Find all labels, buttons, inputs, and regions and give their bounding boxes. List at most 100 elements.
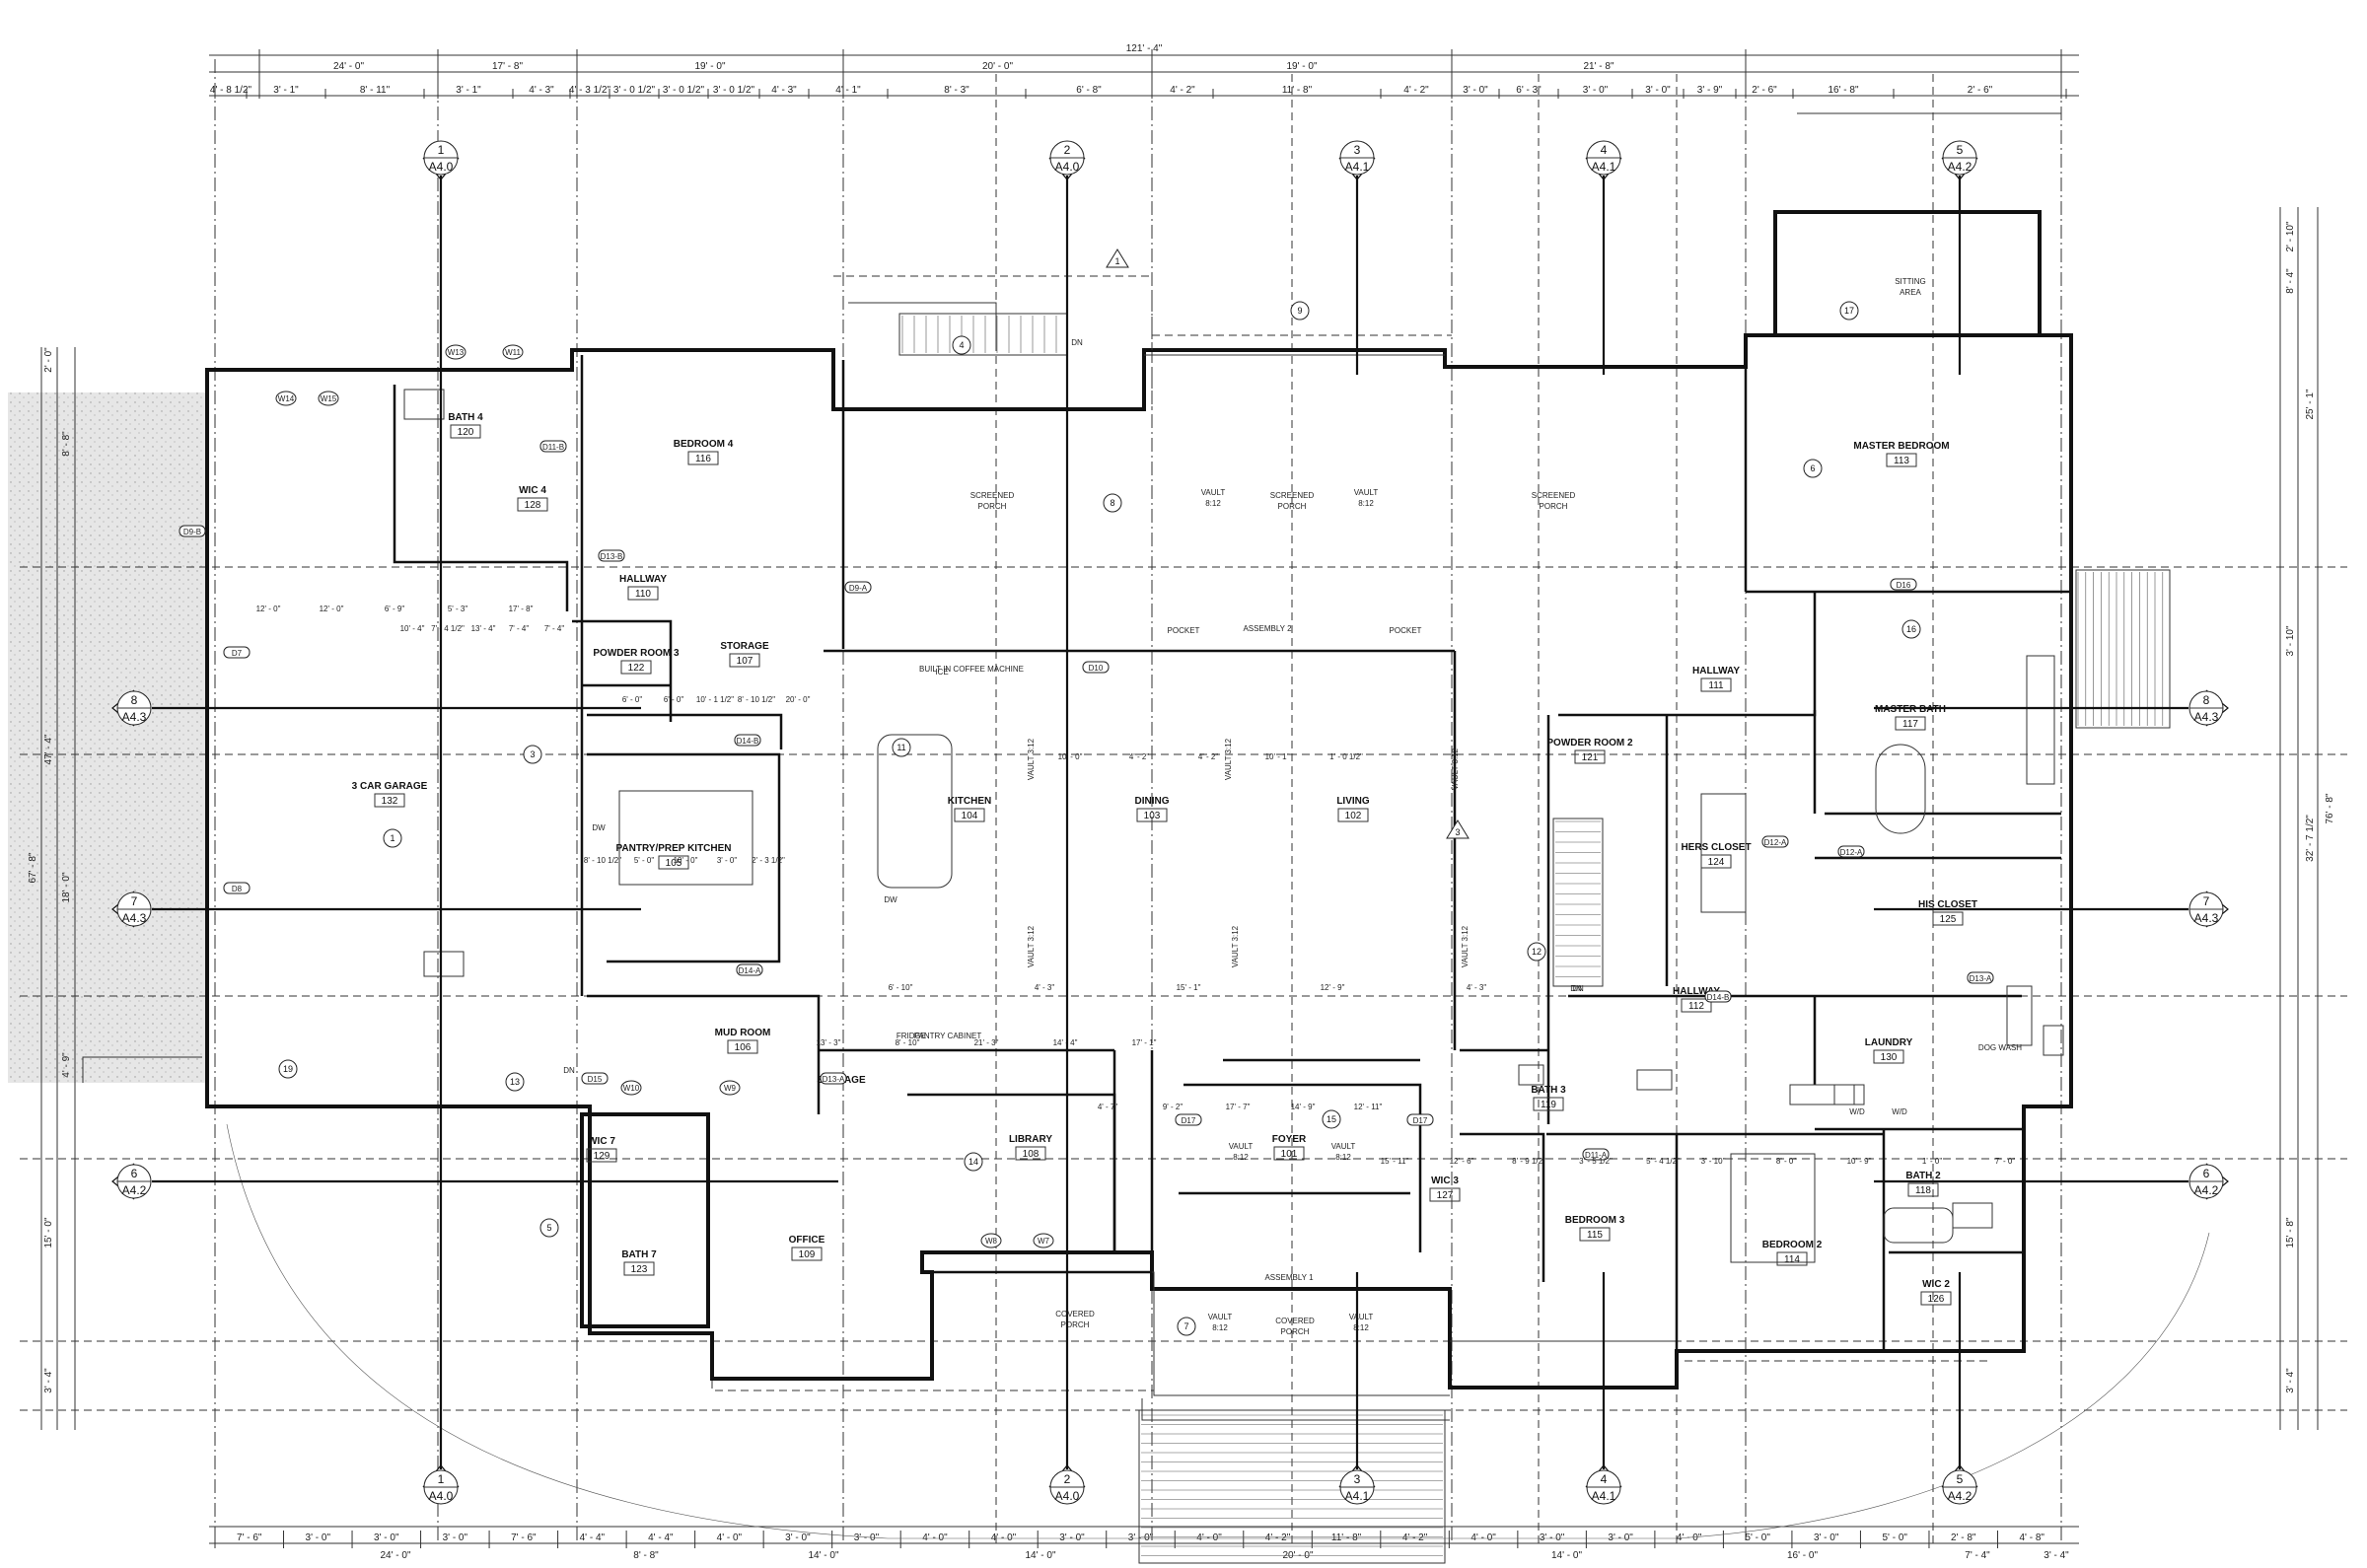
window-tag: W13: [448, 348, 465, 357]
interior-dim: 3' - 5 1/2": [1579, 1157, 1613, 1166]
bottom-sub-dim: 4' - 0": [1677, 1532, 1702, 1543]
interior-dim: 2' - 3 1/2": [752, 856, 785, 865]
interior-dim: 7' - 4": [544, 624, 565, 633]
section-sheet: A4.0: [429, 1489, 454, 1503]
interior-dim: 20' - 0": [786, 695, 811, 704]
keynote-circle: [1839, 301, 1859, 321]
keynote-circle: [523, 745, 542, 764]
door-tag: D9-A: [849, 584, 868, 593]
section-number: 8: [2203, 693, 2210, 707]
keynote-circle: [1527, 942, 1546, 962]
top-dim: 19' - 0": [694, 61, 725, 72]
interior-dim: 12' - 0": [320, 605, 344, 613]
room-number-box: [954, 808, 985, 822]
misc-label: DN: [563, 1066, 575, 1075]
room-name: HIS CLOSET: [1918, 899, 1977, 910]
window-tag: W8: [985, 1237, 998, 1246]
door-tag: D12-A: [1840, 848, 1863, 857]
room-number-box: [1895, 716, 1926, 731]
door-tag: D8: [232, 885, 243, 893]
door-tag-box: [1761, 835, 1789, 848]
door-tag-box: [1967, 971, 1994, 984]
room-number-box: [1681, 998, 1712, 1013]
window-tag: W15: [321, 394, 337, 403]
bottom-sub-dim: 3' - 0": [1128, 1532, 1154, 1543]
section-sheet: A4.2: [1948, 160, 1972, 174]
area-labels: SCREENEDPORCHSCREENEDPORCHSCREENEDPORCHS…: [970, 277, 1926, 1336]
top-sub-dim: 8' - 11": [360, 85, 391, 96]
keynote-number: 6: [1810, 463, 1815, 473]
bottom-sub-dim: 11' - 8": [1331, 1532, 1362, 1543]
bottom-sub-dim: 4' - 0": [922, 1532, 948, 1543]
interior-dim: 4' - 3": [1035, 983, 1055, 992]
section-sheet: A4.3: [122, 911, 147, 925]
vault-label: 8:12: [1205, 499, 1221, 508]
section-number: 1: [438, 143, 445, 157]
bottom-sub-dim: 3' - 0": [374, 1532, 399, 1543]
area-label: SITTING: [1895, 277, 1926, 286]
door-tag-box: [736, 963, 763, 976]
top-dimensions: 24' - 0"17' - 8"19' - 0"20' - 0"19' - 0"…: [333, 61, 1614, 72]
door-tag-box: [1175, 1113, 1202, 1126]
bottom-sub-dim: 5' - 0": [1745, 1532, 1770, 1543]
room-number: 107: [737, 656, 753, 667]
interior-dim: 10' - 1": [1265, 752, 1290, 761]
vault-label: 8:12: [1212, 1323, 1228, 1332]
room-name: MASTER BATH: [1875, 704, 1946, 715]
door-tag-box: [179, 525, 206, 537]
interior-dim: 14' - 4": [1053, 1038, 1078, 1047]
keynote-number: 3: [530, 749, 535, 759]
section-number: 3: [1354, 143, 1361, 157]
room-name: WIC 3: [1431, 1176, 1459, 1186]
bottom-dim: 14' - 0": [1025, 1550, 1055, 1561]
bottom-dimension-lines: [209, 1526, 2079, 1544]
left-dimensions: 2' - 0"8' - 8"47' - 4"67' - 8"18' - 0"4'…: [28, 347, 72, 1393]
keynote-number: 9: [1297, 306, 1302, 316]
room-name: BATH 7: [621, 1249, 657, 1260]
room-number-box: [791, 1247, 823, 1261]
bottom-sub-dim: 3' - 0": [1814, 1532, 1839, 1543]
interior-dim: 8' - 10 1/2": [738, 695, 775, 704]
interior-dim: 13' - 4": [471, 624, 496, 633]
interior-dim: 3' - 10": [1701, 1157, 1726, 1166]
door-tag-box: [820, 1072, 847, 1085]
area-label: SCREENED: [970, 491, 1015, 500]
misc-label: DN: [1572, 984, 1584, 993]
bottom-sub-dim: 4' - 2": [1402, 1532, 1428, 1543]
room-number-box: [623, 1261, 655, 1276]
top-sub-dim: 3' - 1": [456, 85, 481, 96]
bottom-sub-dim: 4' - 4": [580, 1532, 606, 1543]
keynote-circle: [1177, 1317, 1196, 1336]
keynote-circle: [505, 1072, 525, 1092]
keynote-number: 16: [1906, 624, 1916, 634]
section-sheet: A4.0: [1055, 1489, 1080, 1503]
room-number: 123: [631, 1264, 648, 1275]
top-sub-dim: 3' - 0 1/2": [663, 85, 705, 96]
section-sheet: A4.2: [1948, 1489, 1972, 1503]
interior-dim: 7' - 4": [509, 624, 530, 633]
top-sub-dim: 4' - 8 1/2": [210, 85, 252, 96]
room-number-box: [1273, 1146, 1305, 1161]
right-dim: 15' - 8": [2285, 1217, 2296, 1247]
area-label: PORCH: [1278, 502, 1307, 511]
vault-label: VAULT 3:12: [1461, 925, 1470, 967]
top-sub-dim: 16' - 8": [1828, 85, 1858, 96]
top-sub-dim: 4' - 2": [1403, 85, 1429, 96]
vault-label: VAULT: [1354, 488, 1379, 497]
left-dim: 67' - 8": [28, 852, 38, 883]
interior-dim: 12' - 11": [1354, 1103, 1383, 1111]
window-tag-box: [275, 391, 297, 406]
room-number: 125: [1940, 914, 1957, 925]
right-dimensions: 2' - 10"8' - 4"25' - 1"76' - 8"32' - 7 1…: [2285, 221, 2335, 1393]
room-number-box: [620, 660, 652, 675]
keynote-number: 12: [1532, 947, 1542, 957]
interior-dim: 15' - 1": [1177, 983, 1201, 992]
top-dim: 21' - 8": [1583, 61, 1614, 72]
window-tag-box: [620, 1080, 642, 1096]
room-name: BEDROOM 3: [1565, 1215, 1625, 1226]
interior-dim: 4' - 7": [1098, 1103, 1118, 1111]
room-number-box: [1700, 854, 1732, 869]
room-number-box: [450, 424, 481, 439]
exterior-paving: [8, 392, 205, 1083]
